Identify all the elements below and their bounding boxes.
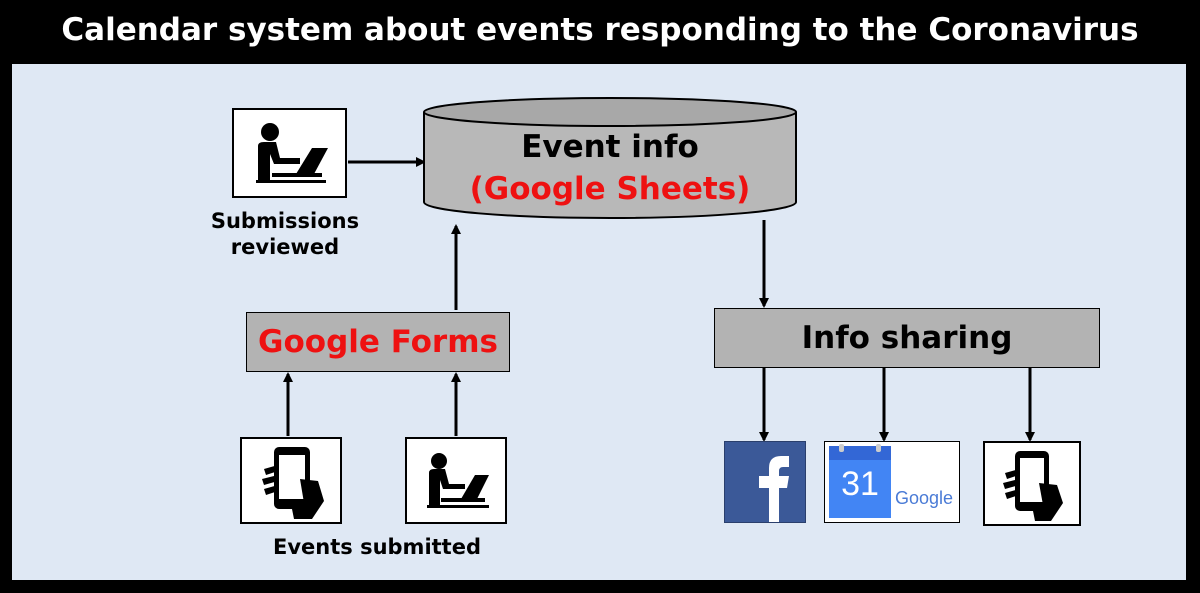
info-sharing-label: Info sharing: [801, 320, 1013, 356]
facebook-icon: [759, 456, 789, 522]
events-submitted-label: Events submitted: [273, 535, 481, 559]
page-title: Calendar system about events responding …: [61, 12, 1139, 48]
reviewer-label-line2: reviewed: [230, 235, 340, 259]
facebook-icon-box: [724, 441, 806, 523]
google-wordmark: Google: [894, 488, 954, 508]
sharing-phone-box: [983, 441, 1081, 526]
database-subtitle: (Google Sheets): [469, 171, 751, 207]
google-calendar-icon: 31: [829, 444, 891, 518]
submitter-laptop-box: [405, 437, 507, 524]
google-forms-label: Google Forms: [258, 324, 498, 360]
info-sharing-box: Info sharing: [714, 308, 1100, 368]
submitter-phone-box: [240, 437, 342, 524]
smartphone-hand-icon: [262, 447, 324, 519]
reviewer-icon-box: [232, 108, 347, 198]
reviewer-label: Submissions reviewed: [190, 208, 380, 260]
database-title: Event info: [521, 129, 699, 165]
google-calendar-box: 31 Google: [824, 441, 960, 523]
google-forms-box: Google Forms: [246, 312, 510, 372]
database-cylinder-icon: [423, 97, 797, 219]
laptop-user-icon: [256, 123, 328, 183]
reviewer-label-line1: Submissions: [210, 209, 360, 233]
database-label: Event info (Google Sheets): [420, 126, 800, 210]
laptop-user-icon: [427, 453, 489, 508]
gcal-day-number: 31: [829, 460, 891, 518]
smartphone-hand-icon: [1003, 451, 1063, 521]
